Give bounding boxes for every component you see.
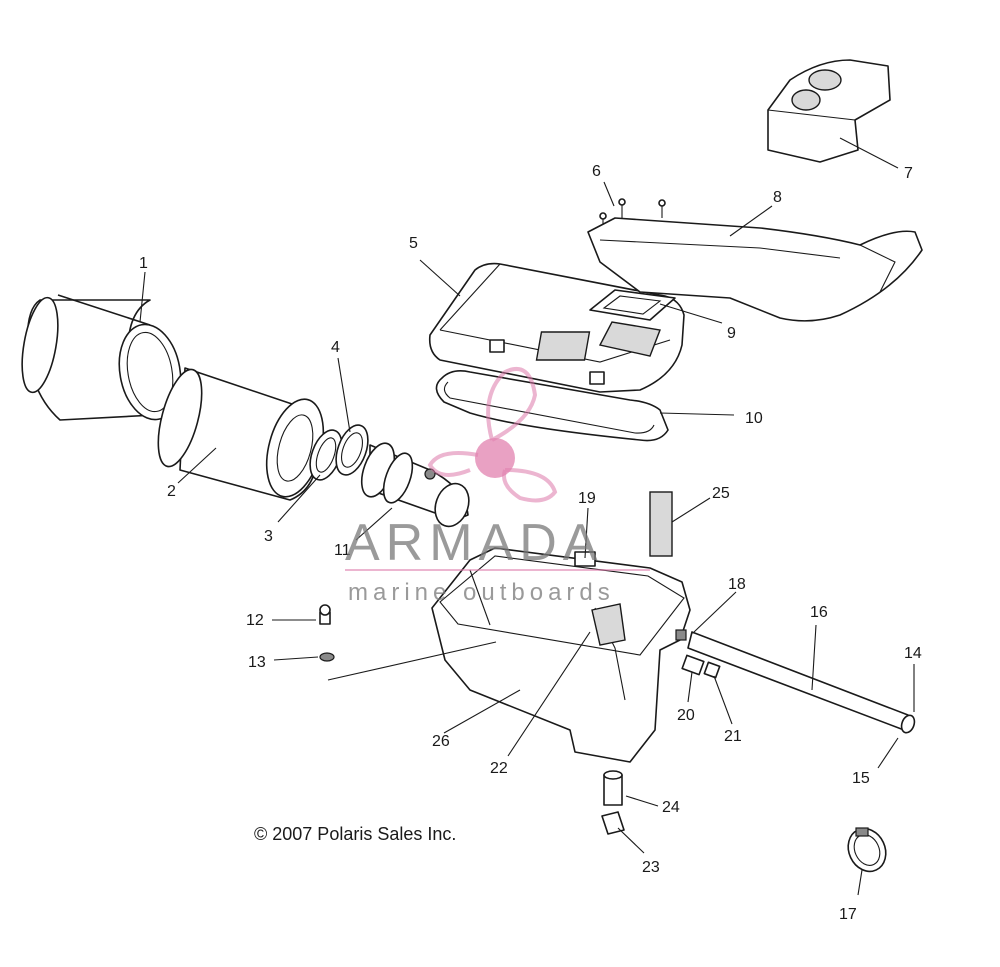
callout-16: 16 [810,604,828,621]
part-fittings [675,629,721,679]
callout-11: 11 [334,542,351,559]
part-foam-block [767,59,891,163]
part-snorkel-duct [587,217,923,322]
part-duct-gasket [589,289,676,357]
part-prefilter-sleeve [21,294,182,421]
callout-21: 21 [724,728,742,745]
callout-1: 1 [139,255,148,272]
part-hose-clamp [847,827,887,873]
callout-23: 23 [642,859,660,876]
callout-15: 15 [852,770,870,787]
callout-13: 13 [248,654,266,671]
copyright-notice: © 2007 Polaris Sales Inc. [254,824,457,844]
watermark: ARMADA marine outboards [345,366,650,606]
part-washer [319,652,335,662]
callout-20: 20 [677,707,695,724]
part-drain-stub [603,770,623,806]
callout-24: 24 [662,799,680,816]
part-drain-tube [687,631,916,734]
leader-lines [139,137,915,896]
callout-4: 4 [331,339,340,356]
callout-8: 8 [773,189,782,206]
callout-25: 25 [712,485,730,502]
callout-6: 6 [592,163,601,180]
callout-26: 26 [432,733,450,750]
callout-17: 17 [839,906,857,923]
callout-5: 5 [409,235,418,252]
watermark-brand: ARMADA [345,514,603,572]
part-filter-element [157,367,325,501]
part-bolt [319,604,331,625]
callout-2: 2 [167,483,176,500]
part-coupler [335,424,369,476]
callout-labels: 1 2 3 4 5 6 7 8 9 10 11 12 13 14 15 16 1… [139,163,922,923]
watermark-tagline: marine outboards [348,579,615,606]
part-intake-boot [360,442,470,528]
watermark-propeller-logo [427,366,558,503]
callout-7: 7 [904,165,913,182]
callout-9: 9 [727,325,736,342]
callout-22: 22 [490,760,508,777]
callout-14: 14 [904,645,922,662]
callout-19: 19 [578,490,596,507]
part-screws [599,198,666,238]
part-filter-block [649,491,673,557]
callout-3: 3 [264,528,273,545]
part-airbox-base [431,547,691,763]
callout-10: 10 [745,410,763,427]
callout-12: 12 [246,612,264,629]
callout-18: 18 [728,576,746,593]
